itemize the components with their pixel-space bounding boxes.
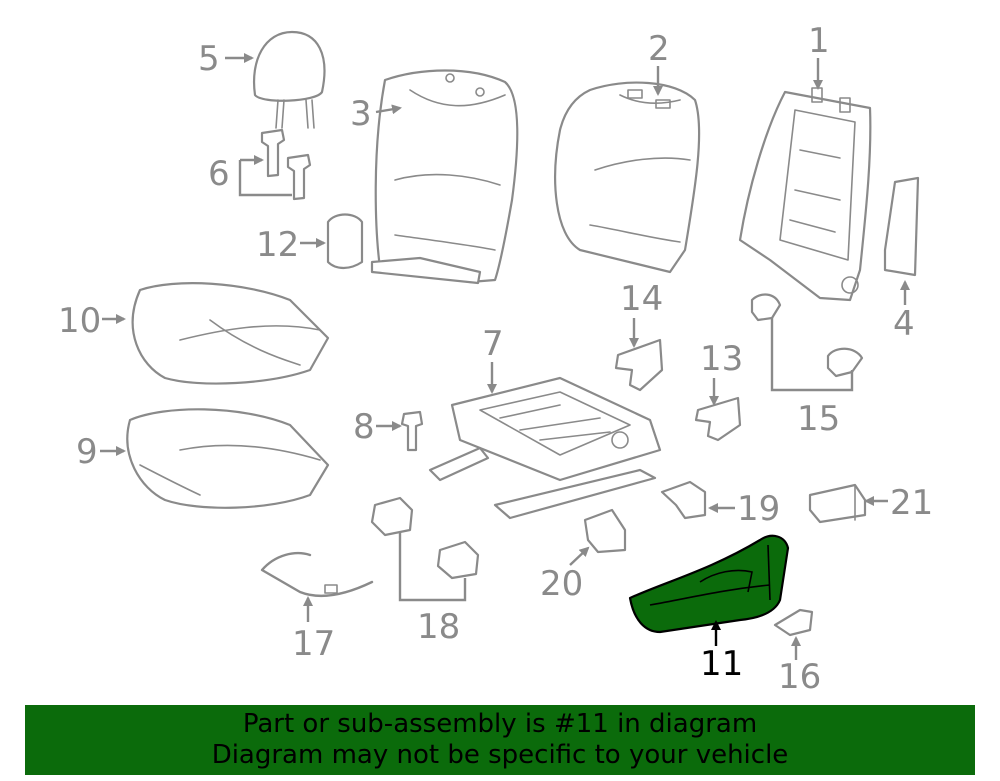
callout-6: 6 xyxy=(208,154,230,194)
part-19-bracket[interactable] xyxy=(660,480,707,520)
callout-20: 20 xyxy=(540,564,583,604)
part-9-cushion-pad[interactable] xyxy=(126,408,330,509)
part-12-pad[interactable] xyxy=(326,213,364,270)
callout-12: 12 xyxy=(256,225,299,265)
part-4-side-cover[interactable] xyxy=(883,176,920,277)
part-1-seatback-frame[interactable] xyxy=(738,87,872,302)
leader-15-bracket xyxy=(770,318,854,392)
part-7-seat-track[interactable] xyxy=(428,376,662,520)
leader-18-bracket xyxy=(398,532,467,602)
part-6-headrest-guides[interactable] xyxy=(260,128,312,201)
parts-diagram: 5 6 3 12 2 1 xyxy=(58,21,933,697)
banner-line-1: Part or sub-assembly is #11 in diagram xyxy=(242,709,758,739)
callout-9: 9 xyxy=(76,432,98,472)
part-16-cover[interactable] xyxy=(773,608,814,637)
callout-13: 13 xyxy=(700,339,743,379)
leader-20 xyxy=(569,546,590,566)
callout-16: 16 xyxy=(778,657,821,697)
part-17-wire[interactable] xyxy=(260,551,374,598)
callout-2: 2 xyxy=(648,29,670,69)
part-11-seat-shield[interactable] xyxy=(628,534,790,634)
part-20-bracket[interactable] xyxy=(583,508,627,554)
callout-8: 8 xyxy=(353,407,375,447)
callout-10: 10 xyxy=(58,301,101,341)
part-21-block[interactable] xyxy=(808,483,867,524)
callout-21: 21 xyxy=(890,483,933,523)
callout-14: 14 xyxy=(620,279,663,319)
banner-line-2: Diagram may not be specific to your vehi… xyxy=(211,740,789,770)
callout-5: 5 xyxy=(198,39,220,79)
part-2-seatback-pad[interactable] xyxy=(554,81,701,274)
callout-1: 1 xyxy=(808,21,830,61)
callout-17: 17 xyxy=(292,624,335,664)
part-3-seatback-cover[interactable] xyxy=(370,69,519,285)
callout-11: 11 xyxy=(700,644,743,684)
part-14-bracket[interactable] xyxy=(614,338,664,392)
part-5-headrest[interactable] xyxy=(252,30,326,129)
leader-6-bracket xyxy=(238,160,292,197)
part-10-cushion-cover[interactable] xyxy=(131,282,330,385)
callout-19: 19 xyxy=(737,489,780,529)
part-15-brackets[interactable] xyxy=(750,293,864,378)
part-13-bracket[interactable] xyxy=(694,396,742,442)
callout-18: 18 xyxy=(417,607,460,647)
callout-7: 7 xyxy=(482,324,504,364)
info-banner: Part or sub-assembly is #11 in diagram D… xyxy=(25,705,975,775)
callout-4: 4 xyxy=(893,304,915,344)
part-18-pads[interactable] xyxy=(370,496,480,580)
part-8-bolt[interactable] xyxy=(400,410,424,452)
callout-3: 3 xyxy=(350,94,372,134)
callout-15: 15 xyxy=(797,399,840,439)
leader-3 xyxy=(375,104,402,115)
